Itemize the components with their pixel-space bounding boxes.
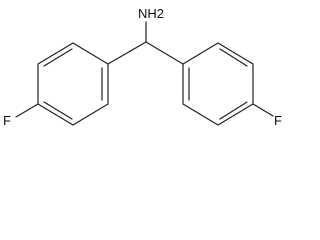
bond-right-c-f	[252, 103, 274, 117]
right-benzene-ring	[182, 42, 254, 126]
bond-c-right-ring	[145, 41, 184, 65]
left-fluorine-label: F	[3, 113, 11, 128]
left-benzene-ring	[37, 42, 109, 126]
bond-left-c-f	[15, 103, 39, 118]
right-fluorine-label: F	[274, 113, 282, 128]
amine-label: NH2	[138, 6, 164, 21]
bond-c-left-ring	[107, 41, 147, 65]
structure-diagram: NH2 F F	[3, 6, 282, 128]
